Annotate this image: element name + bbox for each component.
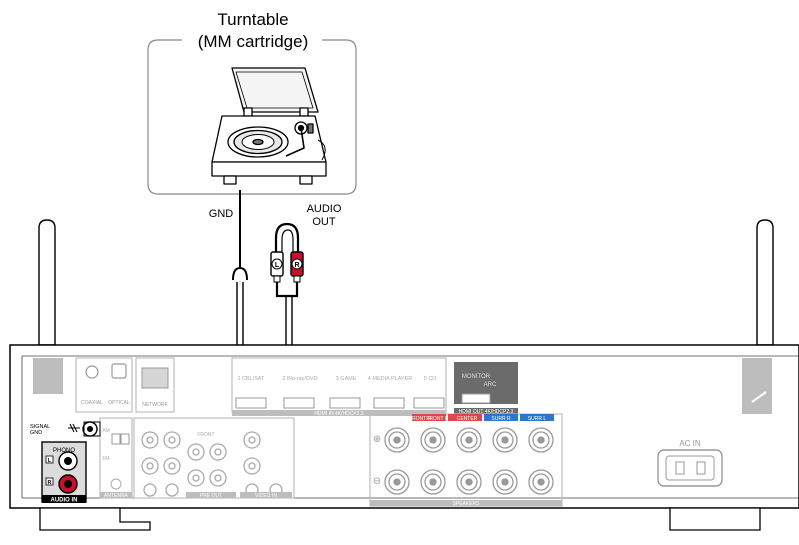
- spk-surr-l: SURR L: [528, 416, 547, 422]
- audio-in-label: AUDIO IN: [51, 498, 78, 504]
- audio-out-label-line1: AUDIO: [307, 203, 342, 215]
- front-pre-label: FRONT: [197, 432, 214, 438]
- fm-label: FM: [102, 456, 109, 462]
- turntable-subtitle: (MM cartridge): [198, 32, 309, 51]
- am-label: AM: [102, 428, 110, 434]
- plug-l-label: L: [275, 262, 280, 269]
- ac-in-label: AC IN: [679, 439, 701, 448]
- pre-out-label: PRE OUT: [200, 493, 222, 499]
- optical-label: OPTICAL: [108, 400, 130, 406]
- spk-plus: ⊕: [373, 434, 381, 445]
- hdmi-in-2: 2 Blu-ray/DVD: [282, 376, 317, 382]
- antenna-label: ANTENNA: [104, 493, 129, 499]
- hdmi-in-3: 3 GAME: [336, 376, 357, 382]
- gnd-label: GND: [209, 208, 234, 220]
- network-label: NETWORK: [142, 402, 168, 408]
- speakers-label: SPEAKERS: [453, 501, 481, 507]
- phono-r-label: R: [48, 480, 52, 486]
- spk-minus: ⊖: [373, 476, 381, 487]
- audio-out-label-line2: OUT: [312, 216, 336, 228]
- hdmi-in-4: 4 MEDIA PLAYER: [368, 376, 413, 382]
- signal-gnd-label-line2: GND: [30, 430, 42, 436]
- gnd-spade-terminal: [233, 262, 247, 280]
- rca-plug-left: L: [271, 252, 283, 282]
- plug-r-label: R: [294, 262, 299, 269]
- spk-front-l: FRONT L: [426, 416, 448, 422]
- hdmi-in-1: 1 CBL/SAT: [237, 376, 265, 382]
- rca-plug-right: R: [291, 252, 303, 282]
- coaxial-label: COAXIAL: [81, 400, 103, 406]
- turntable-title: Turntable: [217, 10, 288, 29]
- hdmi-in-caption: HDMI IN 4K/HDCP2.3: [314, 411, 363, 417]
- video-in-label: VIDEO IN: [255, 493, 277, 499]
- antenna-right: [757, 220, 773, 345]
- spk-surr-r: SURR R: [491, 416, 511, 422]
- speaker-channel-headers: FRONT R FRONT L CENTER SURR R SURR L: [409, 414, 554, 422]
- hdmi-monitor-label: MONITOR: [462, 374, 491, 380]
- receiver-rear-panel: COAXIAL OPTICAL NETWORK 1 CBL/SAT 2 Blu-…: [10, 345, 799, 530]
- hdmi-arc-label: ARC: [484, 382, 497, 388]
- turntable-icon: [212, 68, 326, 184]
- antenna-left: [39, 220, 55, 345]
- spk-center: CENTER: [457, 416, 478, 422]
- hdmi-in-5: 5 CD: [424, 376, 437, 382]
